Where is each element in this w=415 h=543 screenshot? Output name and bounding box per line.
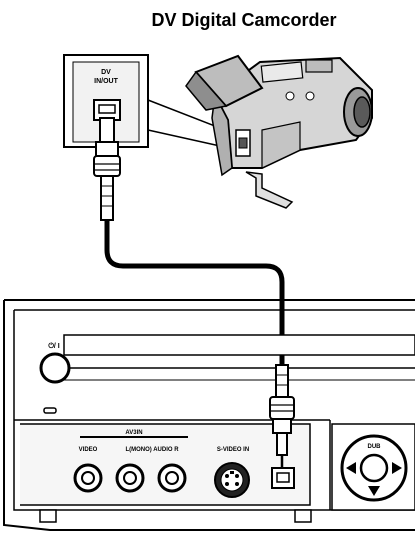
audio-left-jack[interactable] (115, 463, 145, 493)
dv-port-label-sub: IN/OUT (94, 78, 118, 85)
dv-cable (104, 220, 285, 365)
s-video-in-jack[interactable] (214, 462, 250, 498)
diagram-title: DV Digital Camcorder (151, 10, 336, 30)
audio-right-jack[interactable] (157, 463, 187, 493)
power-label: ⏻/ I (48, 342, 59, 350)
audio-jack-label: L(MONO) AUDIO R (125, 447, 179, 453)
camcorder-illustration (185, 54, 373, 209)
dv-port-label: DV (101, 69, 111, 76)
power-button[interactable] (39, 352, 71, 384)
av-input-group-label: AV3IN (125, 430, 142, 436)
disc-tray (63, 334, 415, 356)
dv-cable-plug-bottom (269, 364, 295, 467)
dv-cable-plug-top (93, 117, 121, 221)
dvd-recorder: ⏻/ I AV3IN VIDEO L(MONO) AUDIO R S-VIDEO… (3, 299, 415, 531)
recorder-dv-in-jack[interactable] (271, 467, 295, 489)
standby-indicator (43, 407, 57, 414)
nav-pad-label: DUB (368, 444, 382, 450)
s-video-jack-label: S-VIDEO IN (217, 447, 249, 453)
video-in-jack[interactable] (73, 463, 103, 493)
video-jack-label: VIDEO (79, 447, 98, 453)
navigation-pad[interactable]: DUB (340, 434, 408, 502)
